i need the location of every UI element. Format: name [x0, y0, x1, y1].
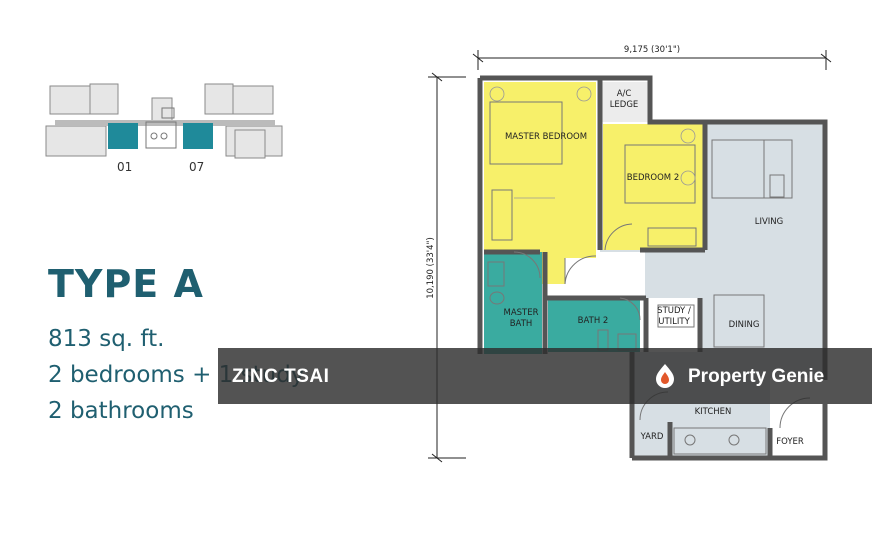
- dimension-height: 10,190 (33'4"): [426, 237, 436, 299]
- label-master-bath-2: BATH: [510, 319, 533, 329]
- unit-bathrooms: 2 bathrooms: [48, 398, 194, 424]
- label-foyer: FOYER: [776, 437, 804, 447]
- unit-07-highlight: [183, 123, 213, 149]
- unit-type-title: TYPE A: [48, 262, 204, 306]
- unit-area: 813 sq. ft.: [48, 326, 165, 352]
- watermark-brand: Property Genie: [688, 366, 825, 387]
- unit-01-label: 01: [117, 160, 133, 174]
- label-study-2: UTILITY: [658, 317, 690, 327]
- dimension-width: 9,175 (30'1"): [624, 45, 680, 55]
- label-bath-2: BATH 2: [578, 316, 609, 326]
- label-study-1: STUDY /: [657, 306, 691, 316]
- bath-2-area: [548, 298, 640, 352]
- label-dining: DINING: [729, 320, 760, 330]
- label-master-bath-1: MASTER: [503, 308, 538, 318]
- key-plan: [45, 83, 283, 159]
- property-genie-logo-icon: [656, 364, 674, 388]
- label-ac-ledge-1: A/C: [617, 89, 632, 99]
- unit-07-label: 07: [189, 160, 205, 174]
- unit-01-highlight: [108, 123, 138, 149]
- ac-ledge-area: [600, 82, 648, 122]
- watermark-banner: [218, 348, 872, 404]
- label-bedroom-2: BEDROOM 2: [627, 173, 679, 183]
- watermark-agent-name: ZINC TSAI: [232, 366, 330, 387]
- label-yard: YARD: [640, 432, 664, 442]
- label-ac-ledge-2: LEDGE: [610, 100, 639, 110]
- label-kitchen: KITCHEN: [695, 407, 732, 417]
- label-master-bedroom: MASTER BEDROOM: [505, 132, 587, 142]
- label-living: LIVING: [755, 217, 784, 227]
